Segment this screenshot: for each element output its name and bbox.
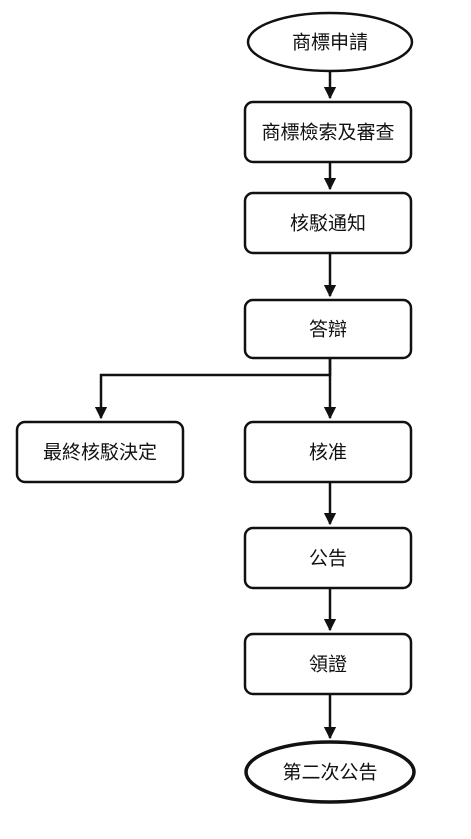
node-certificate-label: 領證 (309, 654, 347, 676)
node-final-rejection-label: 最終核駁決定 (43, 442, 157, 464)
node-publication-label: 公告 (309, 548, 347, 570)
node-second-publication: 第二次公告 (244, 740, 416, 804)
node-response-shape (243, 298, 413, 360)
node-certificate: 領證 (243, 632, 413, 696)
node-final-rejection: 最終核駁決定 (15, 420, 185, 484)
node-publication-shape (243, 526, 413, 590)
node-final-rejection-shape (15, 420, 185, 484)
node-search-review-label: 商標檢索及審查 (261, 122, 394, 144)
node-approval-label: 核准 (309, 442, 347, 464)
node-rejection-notice: 核駁通知 (243, 191, 413, 255)
node-rejection-notice-shape (243, 191, 413, 255)
node-certificate-shape (243, 632, 413, 696)
node-second-publication-shape (244, 740, 416, 804)
node-search-review: 商標檢索及審查 (243, 100, 413, 164)
flowchart-edges (94, 72, 337, 740)
node-apply: 商標申請 (246, 11, 414, 73)
node-response-label: 答辯 (309, 319, 347, 341)
node-second-publication-label: 第二次公告 (282, 762, 377, 784)
node-search-review-shape (243, 100, 413, 164)
node-approval-shape (243, 420, 413, 484)
node-approval: 核准 (243, 420, 413, 484)
node-apply-label: 商標申請 (292, 32, 368, 54)
node-apply-shape (246, 11, 414, 73)
node-response: 答辯 (243, 298, 413, 360)
node-publication: 公告 (243, 526, 413, 590)
node-rejection-notice-label: 核駁通知 (290, 213, 366, 235)
edge-response-to-final-rejection (94, 358, 332, 420)
